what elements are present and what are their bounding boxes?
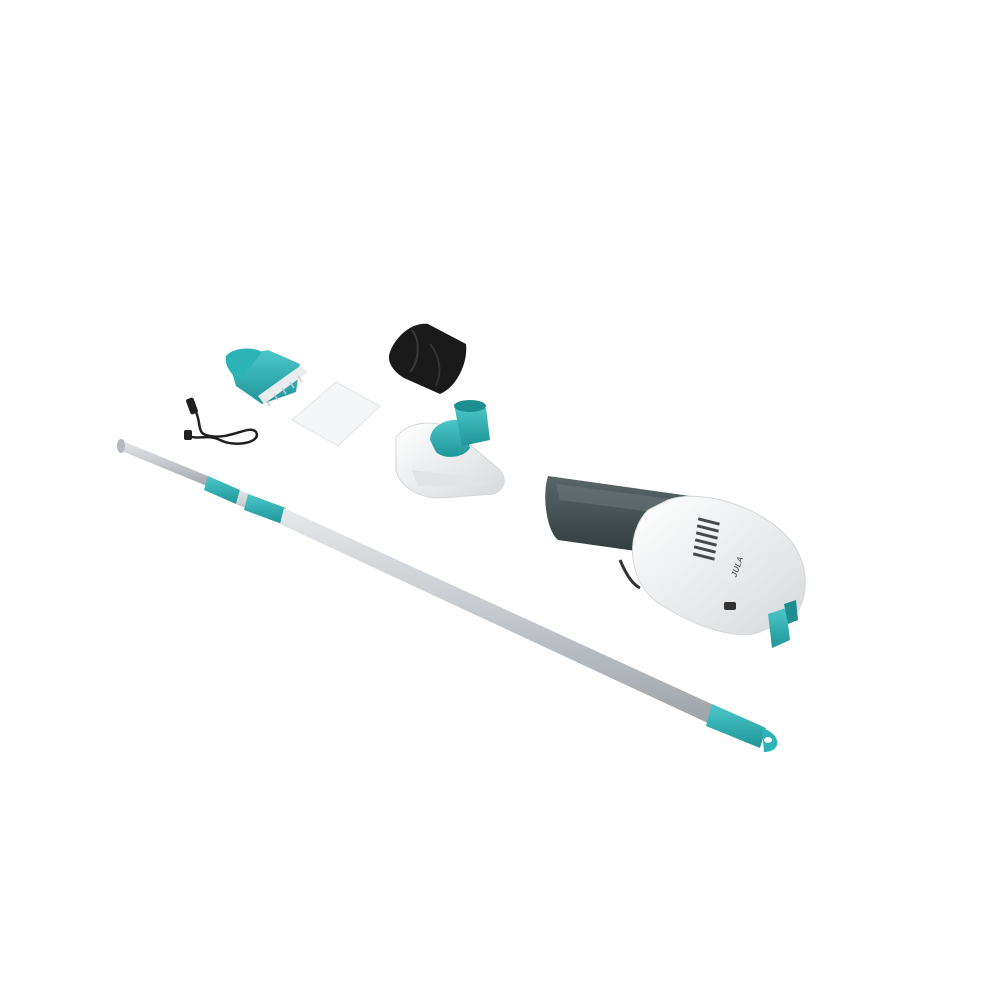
brush-head-icon: [225, 348, 308, 407]
handheld-vacuum-icon: ᴊᴜʟᴀ: [545, 476, 806, 648]
usb-cable-icon: [184, 397, 259, 445]
debris-bag-icon: [388, 323, 467, 394]
filter-pad-icon: [291, 381, 381, 447]
telescopic-pole-icon: [117, 439, 778, 752]
vacuum-head-icon: [395, 400, 505, 499]
